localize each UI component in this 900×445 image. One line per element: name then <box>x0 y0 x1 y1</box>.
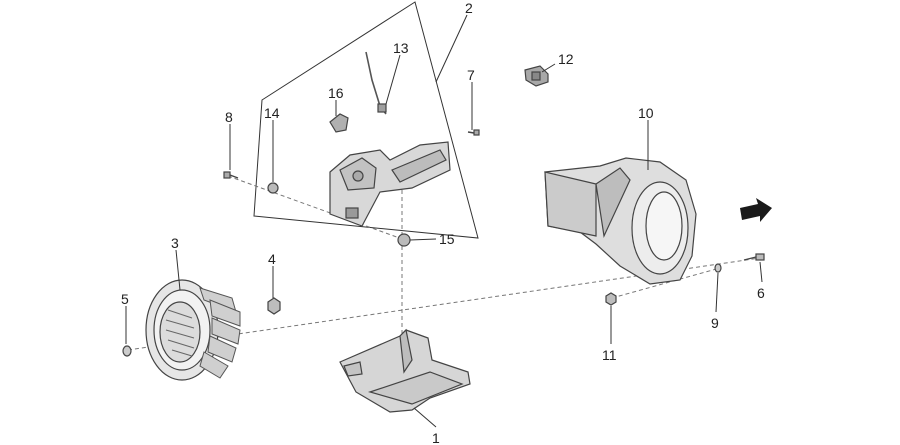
screw-part-7 <box>467 129 480 136</box>
callout-2: 2 <box>465 0 473 16</box>
callout-11: 11 <box>602 347 617 363</box>
subassembly-frame <box>253 1 479 239</box>
nut-part-4 <box>267 297 281 315</box>
wire-part-13 <box>365 51 387 115</box>
nut-part-14 <box>267 182 279 194</box>
screw-part-8 <box>223 171 239 179</box>
callout-10: 10 <box>638 105 654 121</box>
washer-part-5 <box>122 345 132 357</box>
leader-lines <box>125 14 763 428</box>
fan-shroud-part <box>544 157 697 285</box>
callout-16: 16 <box>328 85 344 101</box>
fan-part <box>145 279 241 381</box>
callout-12: 12 <box>558 51 574 67</box>
callout-6: 6 <box>757 285 765 301</box>
module-housing-part <box>329 141 451 227</box>
callout-labels: 1 2 3 4 5 6 7 8 9 10 11 12 13 14 15 16 <box>121 0 765 445</box>
callout-1: 1 <box>432 430 440 445</box>
spark-plug-cap-part <box>524 65 549 87</box>
callout-4: 4 <box>268 251 276 267</box>
callout-13: 13 <box>393 40 409 56</box>
callout-15: 15 <box>439 231 455 247</box>
nut-part-15 <box>397 233 411 247</box>
callout-3: 3 <box>171 235 179 251</box>
arrow-right-icon <box>740 198 772 222</box>
bolt-part-6 <box>743 253 765 261</box>
callout-8: 8 <box>225 109 233 125</box>
washer-part-9 <box>714 263 722 273</box>
callout-9: 9 <box>711 315 719 331</box>
callout-14: 14 <box>264 105 280 121</box>
nut-part-11 <box>605 292 617 306</box>
bottom-cover-part <box>339 328 471 413</box>
callout-7: 7 <box>467 67 475 83</box>
callout-5: 5 <box>121 291 129 307</box>
clip-part-16 <box>329 113 349 133</box>
